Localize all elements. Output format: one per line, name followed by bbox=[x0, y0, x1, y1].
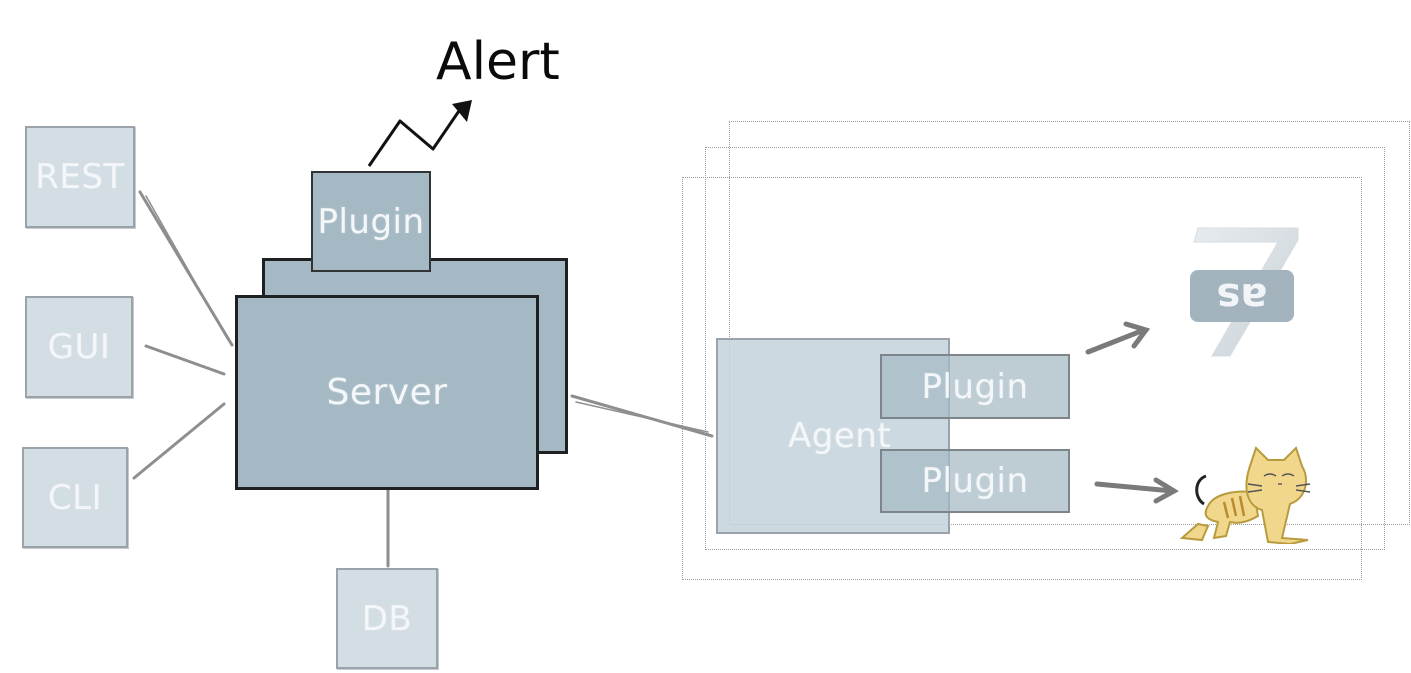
arrow-to-tomcat-icon bbox=[1094, 477, 1179, 504]
agent-plugin-top-box: Plugin bbox=[880, 354, 1070, 419]
as7-logo-icon: as bbox=[1190, 227, 1299, 357]
gui-connector bbox=[144, 344, 226, 376]
agent-plugin-bottom-box: Plugin bbox=[880, 449, 1070, 513]
server-plugin-box: Plugin bbox=[311, 171, 431, 272]
agent-host-frame-middle bbox=[705, 147, 1385, 550]
agent-host-frame-back bbox=[729, 121, 1410, 525]
cli-client-box: CLI bbox=[22, 447, 128, 548]
alert-arrow-icon bbox=[367, 100, 472, 167]
tomcat-icon bbox=[1179, 446, 1311, 544]
agent-label: Agent bbox=[788, 416, 892, 456]
agent-host-frame-front bbox=[682, 177, 1362, 580]
server-box: Server bbox=[235, 295, 539, 490]
rest-connector-sketch bbox=[145, 195, 229, 341]
agent-connector-sketch bbox=[575, 401, 709, 433]
db-box: DB bbox=[336, 568, 438, 669]
gui-client-box: GUI bbox=[25, 296, 133, 398]
cli-connector bbox=[132, 402, 226, 480]
svg-text:as: as bbox=[1217, 274, 1268, 320]
rest-client-box: REST bbox=[25, 126, 135, 228]
arrow-to-as7-icon bbox=[1085, 321, 1151, 355]
agent-connector bbox=[570, 394, 714, 438]
alert-label: Alert bbox=[436, 32, 560, 92]
